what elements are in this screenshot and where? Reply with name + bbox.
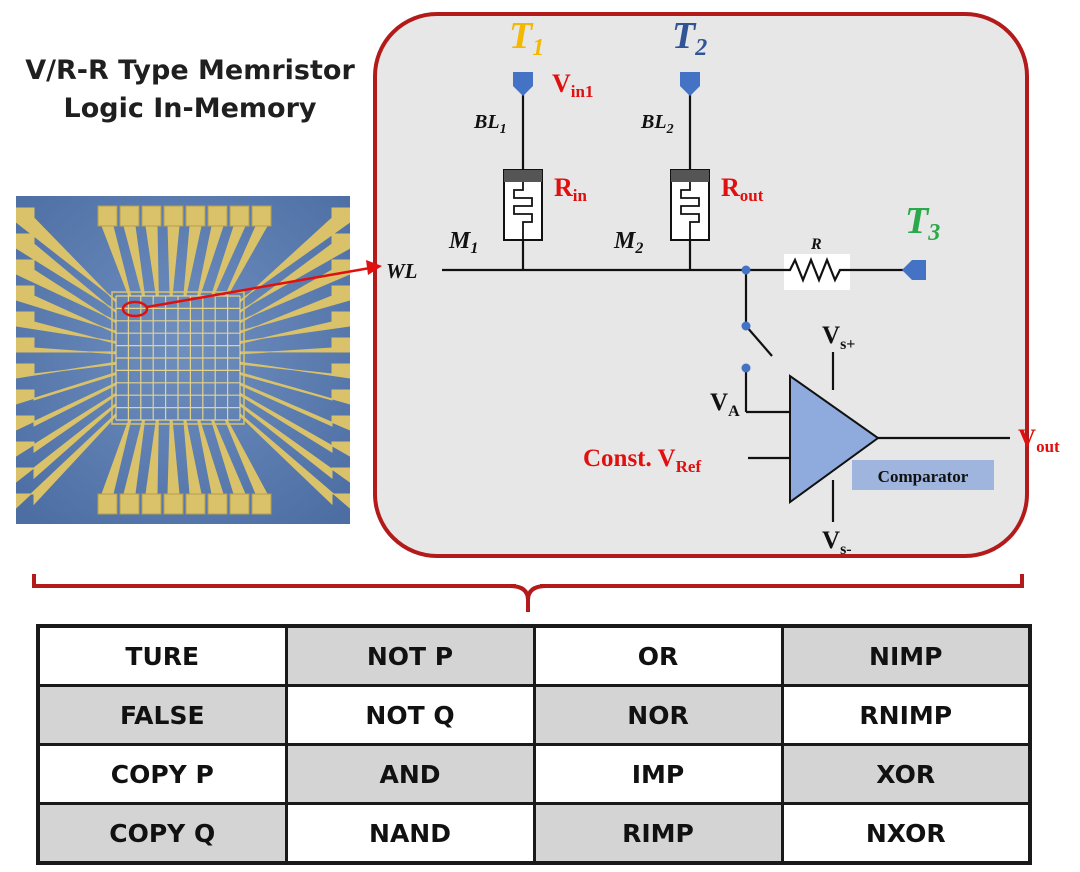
wl-junction-dot	[741, 265, 751, 275]
switch-blade	[745, 325, 773, 357]
label-m1: M1	[448, 228, 478, 257]
bond-pad	[185, 493, 206, 515]
label-vs-plus: Vs+	[822, 322, 855, 353]
bond-pad	[251, 205, 272, 227]
comparator-icon	[789, 374, 880, 504]
bond-pad	[141, 493, 162, 515]
table-cell: NAND	[284, 802, 536, 865]
bond-pad	[207, 493, 228, 515]
label-vout: Vout	[1018, 425, 1060, 456]
label-bl2: BL2	[640, 111, 674, 137]
bond-pad	[97, 493, 118, 515]
bond-pad	[185, 205, 206, 227]
label-vs-minus: Vs-	[822, 527, 852, 558]
bond-pad	[207, 205, 228, 227]
terminal-t3-icon	[902, 260, 926, 280]
schematic-frame	[373, 12, 1029, 558]
label-m2: M2	[613, 228, 643, 257]
magnify-arrow	[146, 266, 371, 309]
table-cell: OR	[532, 624, 784, 687]
table-cell: XOR	[780, 743, 1032, 805]
label-t1: T1	[509, 15, 544, 61]
table-cell: IMP	[532, 743, 784, 805]
bond-pad	[97, 205, 118, 227]
title-line-1: V/R-R Type Memristor	[25, 55, 355, 86]
table-cell: COPY Q	[36, 802, 288, 865]
table-cell: NOR	[532, 684, 784, 746]
label-t3: T3	[905, 200, 940, 246]
label-rin: Rin	[554, 173, 588, 205]
bond-pad	[141, 205, 162, 227]
label-vin1: Vin1	[552, 69, 593, 101]
resistor-icon	[778, 254, 850, 290]
label-vref: Const. VRef	[583, 445, 701, 476]
bond-pad	[119, 493, 140, 515]
label-r: R	[810, 236, 822, 253]
table-cell: NOT P	[284, 624, 536, 687]
label-t2: T2	[672, 15, 707, 61]
label-wl: WL	[386, 259, 418, 283]
memristor-m1-icon	[503, 169, 543, 241]
comparator-label-bg	[852, 460, 994, 490]
terminal-t2-icon	[680, 72, 700, 96]
label-va: VA	[710, 389, 740, 420]
table-cell: RNIMP	[780, 684, 1032, 746]
comparator-label: Comparator	[878, 467, 969, 486]
table-cell: FALSE	[36, 684, 288, 746]
table-cell: AND	[284, 743, 536, 805]
table-cell: NOT Q	[284, 684, 536, 746]
bond-pad	[163, 205, 184, 227]
bond-pad	[163, 493, 184, 515]
bond-pad	[229, 205, 250, 227]
table-cell: COPY P	[36, 743, 288, 805]
table-cell: RIMP	[532, 802, 784, 865]
magnify-circle	[121, 300, 149, 318]
terminal-t1-icon	[513, 72, 533, 96]
label-bl1: BL1	[473, 111, 507, 137]
bond-pad	[251, 493, 272, 515]
table-cell: NIMP	[780, 624, 1032, 687]
diagram-title: V/R-R Type Memristor Logic In-Memory	[20, 52, 360, 128]
bottom-brace	[32, 574, 1024, 588]
bottom-brace-center	[509, 584, 547, 612]
chip-micrograph	[16, 196, 350, 524]
bond-pad	[119, 205, 140, 227]
switch-contact-dot	[741, 363, 751, 373]
table-cell: TURE	[36, 624, 288, 687]
bond-pad	[229, 493, 250, 515]
title-line-2: Logic In-Memory	[63, 93, 317, 124]
label-rout: Rout	[721, 173, 764, 205]
switch-pivot-dot	[741, 321, 751, 331]
table-cell: NXOR	[780, 802, 1032, 865]
memristor-m2-icon	[670, 169, 710, 241]
magnify-arrow-head	[366, 260, 382, 275]
